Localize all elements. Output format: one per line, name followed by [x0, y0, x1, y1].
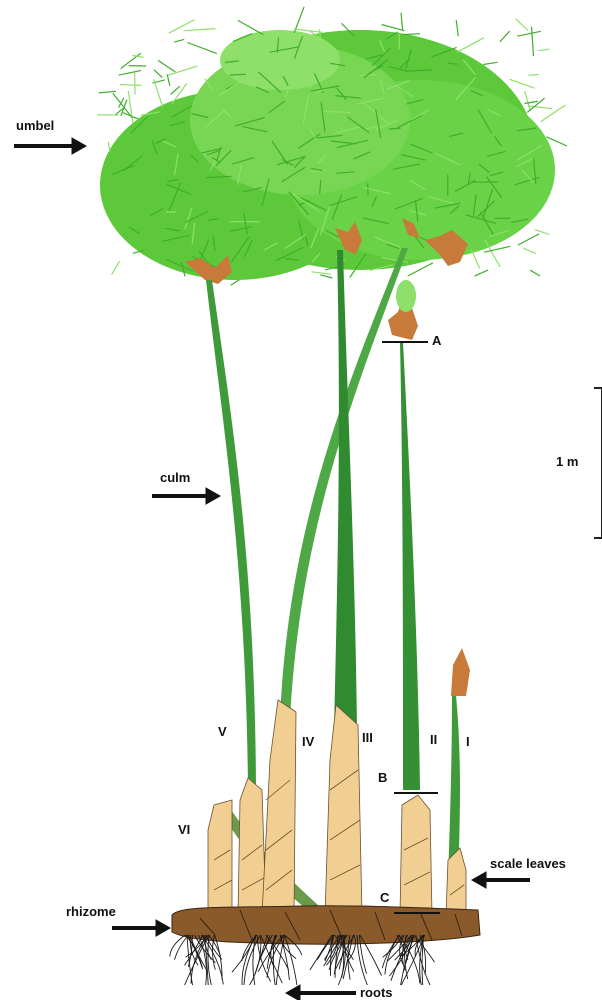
culm-i-bud — [451, 648, 470, 696]
rhizome-label: rhizome — [66, 904, 116, 919]
rhizome — [172, 906, 480, 944]
cut-marker-a: A — [432, 333, 441, 348]
umbel-arrow — [14, 138, 86, 154]
scale-bar — [594, 388, 602, 538]
culm-number-iv: IV — [302, 734, 314, 749]
culm-number-i: I — [466, 734, 470, 749]
culm-arrow — [152, 488, 220, 504]
rhizome-arrow — [112, 920, 170, 936]
scale-bar-label: 1 m — [556, 454, 578, 469]
culm-number-iii: III — [362, 730, 373, 745]
culm-number-vi: VI — [178, 822, 190, 837]
scale-leaves-label: scale leaves — [490, 856, 566, 871]
cut-marker-c: C — [380, 890, 389, 905]
umbel-label: umbel — [16, 118, 54, 133]
culm-number-v: V — [218, 724, 227, 739]
scale-leaves-arrow — [472, 872, 530, 888]
roots-arrow — [286, 985, 356, 1000]
culm-label: culm — [160, 470, 190, 485]
scale-leaf-sheaths — [208, 700, 466, 915]
culm-number-ii: II — [430, 732, 437, 747]
cut-marker-b: B — [378, 770, 387, 785]
roots-label: roots — [360, 985, 393, 1000]
umbel-canopy — [97, 7, 567, 286]
